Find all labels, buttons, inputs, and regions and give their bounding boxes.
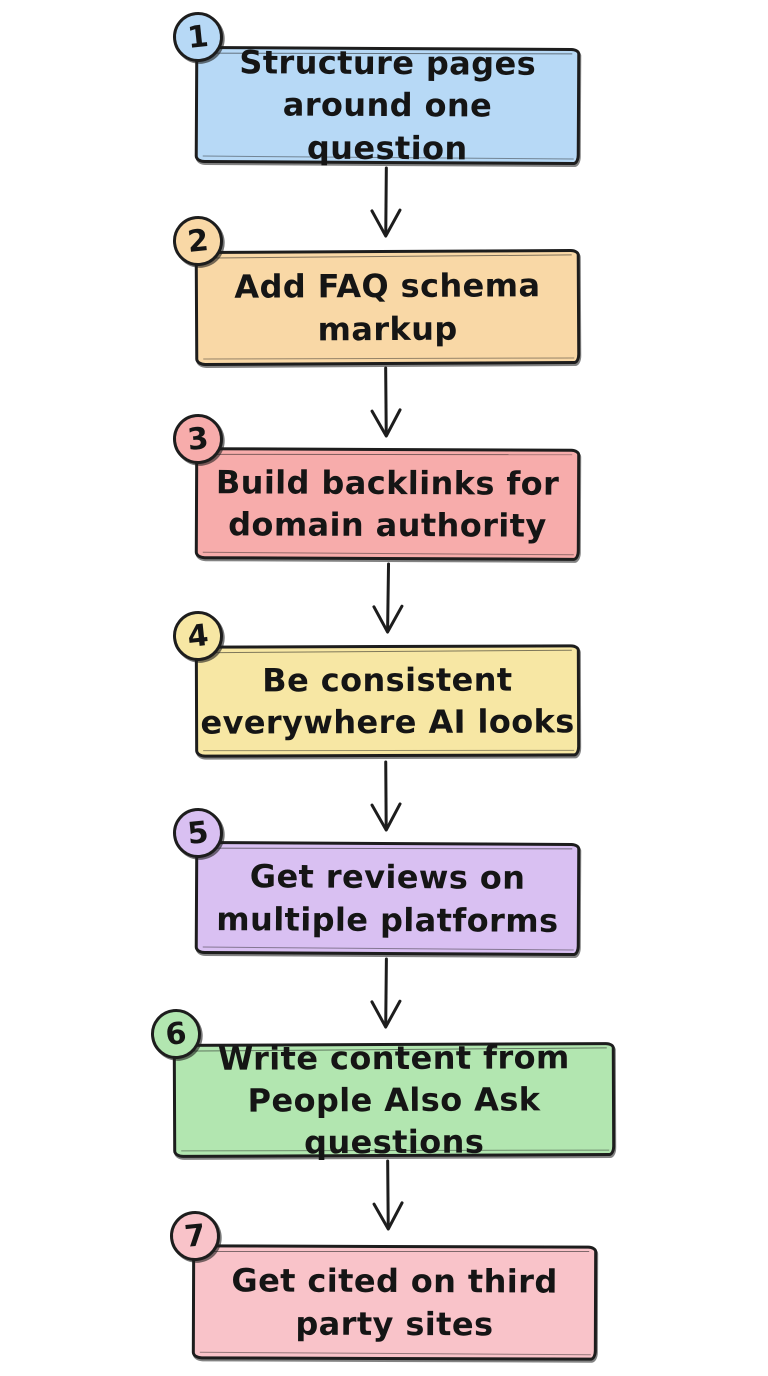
step-label-line2: party sites [295, 1304, 494, 1343]
flow-step-box: Write content from People Also Ask quest… [172, 1038, 616, 1162]
arrow-down-icon [370, 957, 402, 1029]
step-label-line2: around one question [282, 85, 493, 168]
flow-step-box: Be consistent everywhere AI looks [194, 644, 581, 758]
flow-step-box: Add FAQ schema markup [194, 248, 581, 367]
step-label-line1: Build backlinks for [215, 463, 560, 503]
arrow-down-icon [372, 562, 404, 634]
arrow-down-icon [370, 366, 402, 438]
step-label-line1: Be consistent [262, 660, 513, 700]
arrow-down-icon [370, 760, 402, 832]
step-label-line2: People Also Ask questions [247, 1080, 541, 1162]
flow-step-box: Get reviews on multiple platforms [194, 840, 581, 957]
arrow-down-icon [370, 166, 402, 238]
step-label-line1: Get cited on third [231, 1261, 558, 1301]
step-label-line2: everywhere AI looks [200, 702, 575, 742]
step-label-line2: domain authority [228, 505, 547, 545]
flow-step-box: Structure pages around one question [194, 43, 581, 167]
flow-step-box: Build backlinks for domain authority [194, 447, 581, 561]
step-label-line2: markup [317, 309, 458, 348]
flow-step-box: Get cited on third party sites [191, 1244, 598, 1361]
step-label-line1: Get reviews on [249, 857, 526, 897]
step-label-line1: Add FAQ schema [234, 266, 541, 307]
step-label-line2: multiple platforms [216, 899, 559, 940]
step-label-line1: Structure pages [239, 43, 537, 83]
arrow-down-icon [372, 1159, 404, 1231]
step-label-line1: Write content from [217, 1037, 570, 1078]
